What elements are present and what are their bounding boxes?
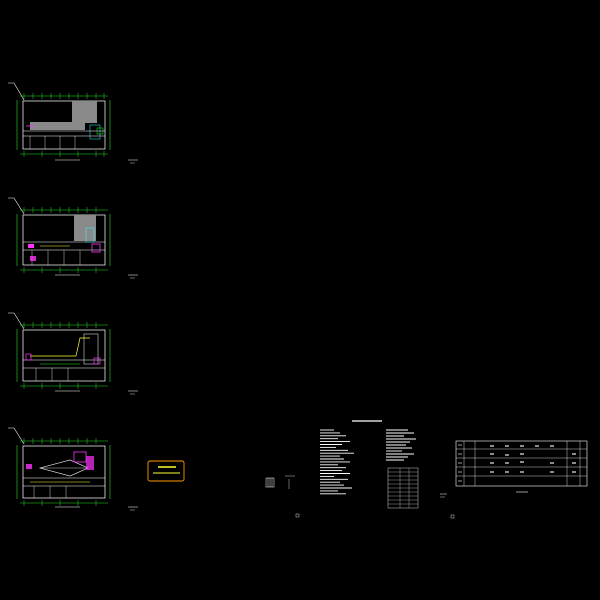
axis-ticks [23, 93, 105, 157]
outer-wall [22, 100, 106, 150]
hatched-area [72, 101, 97, 123]
pipe-route [30, 337, 90, 357]
schedule-cells [458, 444, 576, 482]
floor-plan-1 [8, 82, 138, 164]
outer-wall [22, 445, 106, 499]
equipment-schedule-table [440, 440, 588, 498]
symbol-legend [265, 475, 300, 518]
stair [89, 124, 101, 140]
outer-wall [22, 329, 106, 382]
leader-line [8, 312, 25, 330]
hatched-area [74, 215, 96, 241]
leader-line [8, 197, 25, 215]
seal-stamp-icon [147, 460, 185, 482]
leader-line [8, 427, 25, 445]
notes-text-right-column [386, 429, 416, 461]
stair [85, 227, 95, 243]
design-notes-sheet [320, 420, 455, 519]
floor-plan-2 [8, 197, 138, 279]
floor-plan-4 [8, 427, 138, 511]
notes-table [387, 467, 419, 509]
leader-line [8, 82, 25, 101]
equipment-mark [28, 244, 34, 248]
notes-text-left-column [320, 429, 354, 495]
floor-plan-3 [8, 312, 138, 395]
hatched-corridor [30, 122, 85, 130]
